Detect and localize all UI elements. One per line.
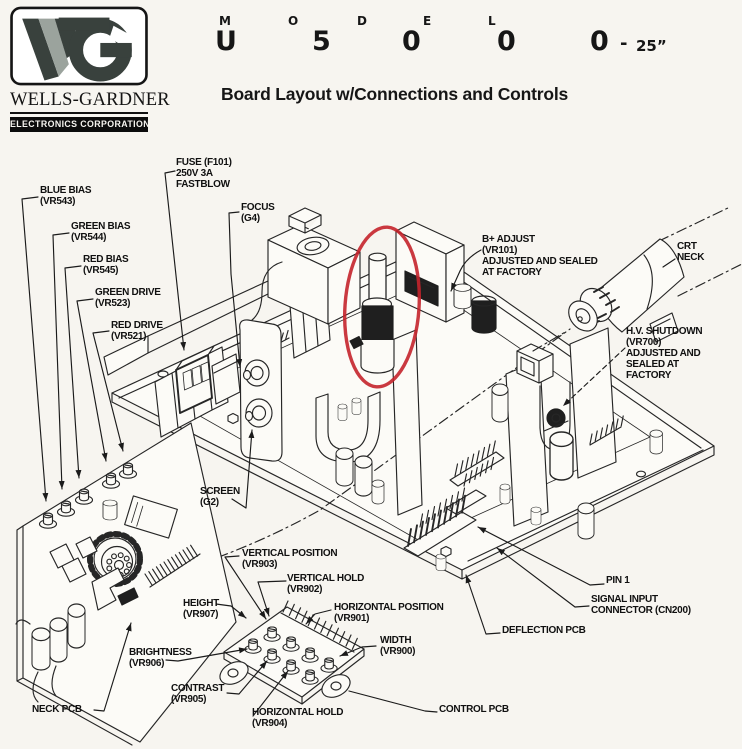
label-control-pcb: CONTROL PCB (439, 704, 509, 715)
label-brightness: BRIGHTNESS (VR906) (129, 647, 192, 669)
label-crt-neck: CRT NECK (677, 241, 705, 263)
logo-wordmark: WELLS-GARDNER (10, 90, 170, 110)
small-transformer (516, 343, 554, 384)
model-word-char: M (219, 14, 231, 28)
label-b-plus-adjust: B+ ADJUST (VR101) ADJUSTED AND SEALED AT… (482, 234, 598, 278)
label-contrast: CONTRAST (VR905) (171, 683, 225, 705)
label-pin-1: PIN 1 (606, 575, 630, 586)
label-neck-pcb: NECK PCB (32, 704, 82, 715)
crt-neck-drawing (532, 206, 742, 352)
center-bracket (315, 329, 423, 516)
model-number-char: 0 (590, 26, 609, 57)
model-number-char: U (215, 26, 237, 57)
label-focus: FOCUS (G4) (241, 202, 275, 224)
label-green-drive: GREEN DRIVE (VR523) (95, 287, 161, 309)
model-dash: - (620, 33, 628, 54)
model-word-char: E (423, 14, 432, 28)
label-horizontal-hold: HORIZONTAL HOLD (VR904) (252, 707, 344, 729)
label-vertical-hold: VERTICAL HOLD (VR902) (287, 573, 365, 595)
label-blue-bias: BLUE BIAS (VR543) (40, 185, 92, 207)
model-number-char: 0 (402, 26, 421, 57)
hv-heatsink (505, 327, 617, 527)
wells-gardner-logo: WELLS-GARDNER ELECTRONICS CORPORATION (10, 6, 170, 132)
model-screen-size: 25” (636, 37, 667, 55)
screen-control (244, 398, 273, 428)
logo-rule (10, 112, 148, 114)
logo-subtitle: ELECTRONICS CORPORATION (10, 117, 150, 132)
focus-control (242, 359, 270, 387)
label-height: HEIGHT (VR907) (183, 598, 219, 620)
b-plus-adjust-pot (453, 283, 497, 334)
neck-pcb-drawing (15, 422, 237, 746)
leader-lines (21, 170, 676, 717)
label-screen: SCREEN (G2) (200, 486, 240, 508)
flyback-transformer (227, 207, 465, 462)
label-width: WIDTH (VR900) (380, 635, 416, 657)
control-pcb-drawing (219, 600, 365, 705)
ac-input-connector (175, 329, 290, 414)
label-green-bias: GREEN BIAS (VR544) (71, 221, 131, 243)
model-number-char: 0 (497, 26, 516, 57)
label-signal-input: SIGNAL INPUT CONNECTOR (CN200) (591, 594, 691, 616)
hv-shutdown-pot (546, 408, 566, 428)
pin-headers (403, 312, 679, 558)
label-red-bias: RED BIAS (VR545) (83, 254, 129, 276)
label-horizontal-position: HORIZONTAL POSITION (VR901) (334, 602, 444, 624)
wg-monogram-icon (10, 6, 148, 86)
signal-input-connector (403, 487, 477, 557)
model-word-char: L (488, 14, 496, 28)
label-fuse: FUSE (F101) 250V 3A FASTBLOW (176, 157, 232, 190)
highlighted-component (349, 252, 395, 374)
red-highlight-ellipse (342, 225, 422, 389)
ic-chip (124, 495, 178, 539)
label-red-drive: RED DRIVE (VR521) (111, 320, 163, 342)
model-number-char: 5 (312, 26, 331, 57)
label-hv-shutdown: H.V. SHUTDOWN (VR700) ADJUSTED AND SEALE… (626, 326, 703, 381)
label-vertical-position: VERTICAL POSITION (VR903) (242, 548, 338, 570)
label-deflection-pcb: DEFLECTION PCB (502, 625, 586, 636)
model-word-char: O (288, 14, 299, 28)
model-word-char: D (357, 14, 367, 28)
page-title: Board Layout w/Connections and Controls (221, 84, 569, 104)
